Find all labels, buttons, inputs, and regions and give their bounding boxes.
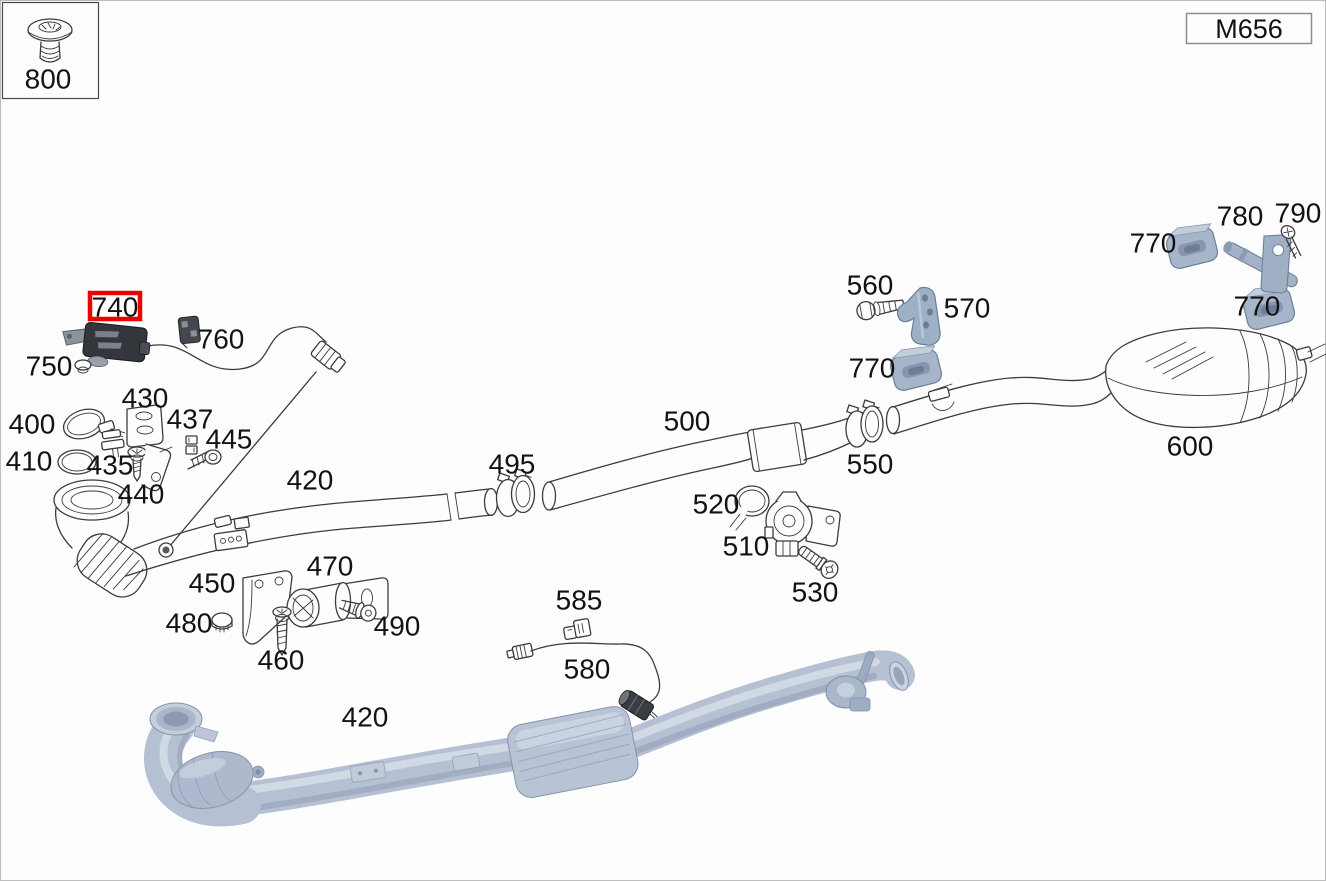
part-label-470[interactable]: 470	[307, 551, 354, 582]
gasket-410-drawing	[57, 449, 97, 475]
part-label-740: 740	[92, 292, 139, 323]
part-label-600[interactable]: 600	[1167, 431, 1214, 462]
part-label-770-bottom-right[interactable]: 770	[1234, 291, 1281, 322]
clamp-hardware-435-drawing	[101, 429, 125, 460]
part-label-437[interactable]: 437	[167, 404, 214, 435]
part-label-410[interactable]: 410	[6, 446, 53, 477]
part-label-435[interactable]: 435	[87, 450, 134, 481]
model-code-label: M656	[1215, 14, 1283, 44]
inset-part-box[interactable]: 800	[1, 1, 100, 100]
part-label-520[interactable]: 520	[693, 489, 740, 520]
part-label-770-center[interactable]: 770	[849, 353, 896, 384]
temp-sensor-580-drawing	[506, 642, 674, 734]
bracket-570-drawing	[896, 286, 941, 346]
screw-800-drawing	[27, 18, 73, 63]
nut-480-drawing	[211, 612, 233, 633]
oxygen-sensor-cable-drawing	[147, 326, 346, 558]
part-label-440[interactable]: 440	[118, 479, 165, 510]
part-label-510[interactable]: 510	[723, 531, 770, 562]
part-label-570[interactable]: 570	[944, 293, 991, 324]
bolt-445-drawing	[187, 449, 222, 470]
part-label-550[interactable]: 550	[847, 449, 894, 480]
part-label-760[interactable]: 760	[198, 324, 245, 355]
clamp-550-drawing	[845, 399, 884, 448]
actuator-510-drawing	[764, 491, 841, 557]
bolt-460-drawing	[272, 606, 292, 656]
hanger-780-drawing	[1223, 234, 1298, 294]
model-code-box[interactable]: M656	[1185, 12, 1313, 45]
part-label-480[interactable]: 480	[166, 608, 213, 639]
part-label-770-top-left[interactable]: 770	[1130, 228, 1177, 259]
muffler-600-drawing	[1105, 327, 1326, 429]
part-label-530[interactable]: 530	[792, 577, 839, 608]
bolt-530-drawing	[798, 545, 839, 579]
bracket-430-drawing	[126, 404, 173, 492]
part-label-430[interactable]: 430	[122, 383, 169, 414]
part-label-445[interactable]: 445	[206, 424, 253, 455]
grommet-750-drawing	[74, 359, 92, 374]
part-label-560[interactable]: 560	[847, 270, 894, 301]
screw-490-drawing	[338, 599, 377, 622]
rubber-mount-770-top-left-drawing	[1165, 223, 1219, 269]
part-label-400[interactable]: 400	[9, 409, 56, 440]
part-label-790[interactable]: 790	[1275, 198, 1322, 229]
front-downpipe-line-drawing	[53, 479, 499, 598]
rubber-mount-770-center-drawing	[889, 345, 943, 391]
ring-520-drawing	[729, 485, 770, 531]
control-module-740-drawing	[62, 321, 151, 367]
clip-585-drawing	[563, 618, 592, 641]
rear-exhaust-assembly-420-drawing	[144, 650, 915, 827]
center-pipe-line-drawing	[541, 417, 853, 511]
part-label-750[interactable]: 750	[26, 351, 73, 382]
bracket-450-drawing	[242, 570, 293, 645]
highlighted-part-740[interactable]: 740	[87, 290, 143, 323]
part-label-585[interactable]: 585	[556, 585, 603, 616]
part-label-500[interactable]: 500	[664, 406, 711, 437]
clamp-495-drawing	[495, 468, 536, 518]
clips-437-drawing	[185, 435, 198, 455]
part-label-780[interactable]: 780	[1217, 201, 1264, 232]
screw-790-drawing	[1280, 225, 1302, 259]
highlight-box	[87, 290, 143, 322]
rear-pipe-line-drawing	[885, 367, 1112, 435]
bracket-760-drawing	[177, 315, 201, 349]
part-label-580[interactable]: 580	[564, 654, 611, 685]
part-label-495[interactable]: 495	[489, 449, 536, 480]
part-label-450[interactable]: 450	[189, 568, 236, 599]
part-label-420-front-pipe[interactable]: 420	[287, 465, 334, 496]
part-label-490[interactable]: 490	[374, 611, 421, 642]
inset-part-number: 800	[25, 64, 72, 95]
part-label-460[interactable]: 460	[258, 645, 305, 676]
part-label-420-rear-assembly[interactable]: 420	[342, 702, 389, 733]
